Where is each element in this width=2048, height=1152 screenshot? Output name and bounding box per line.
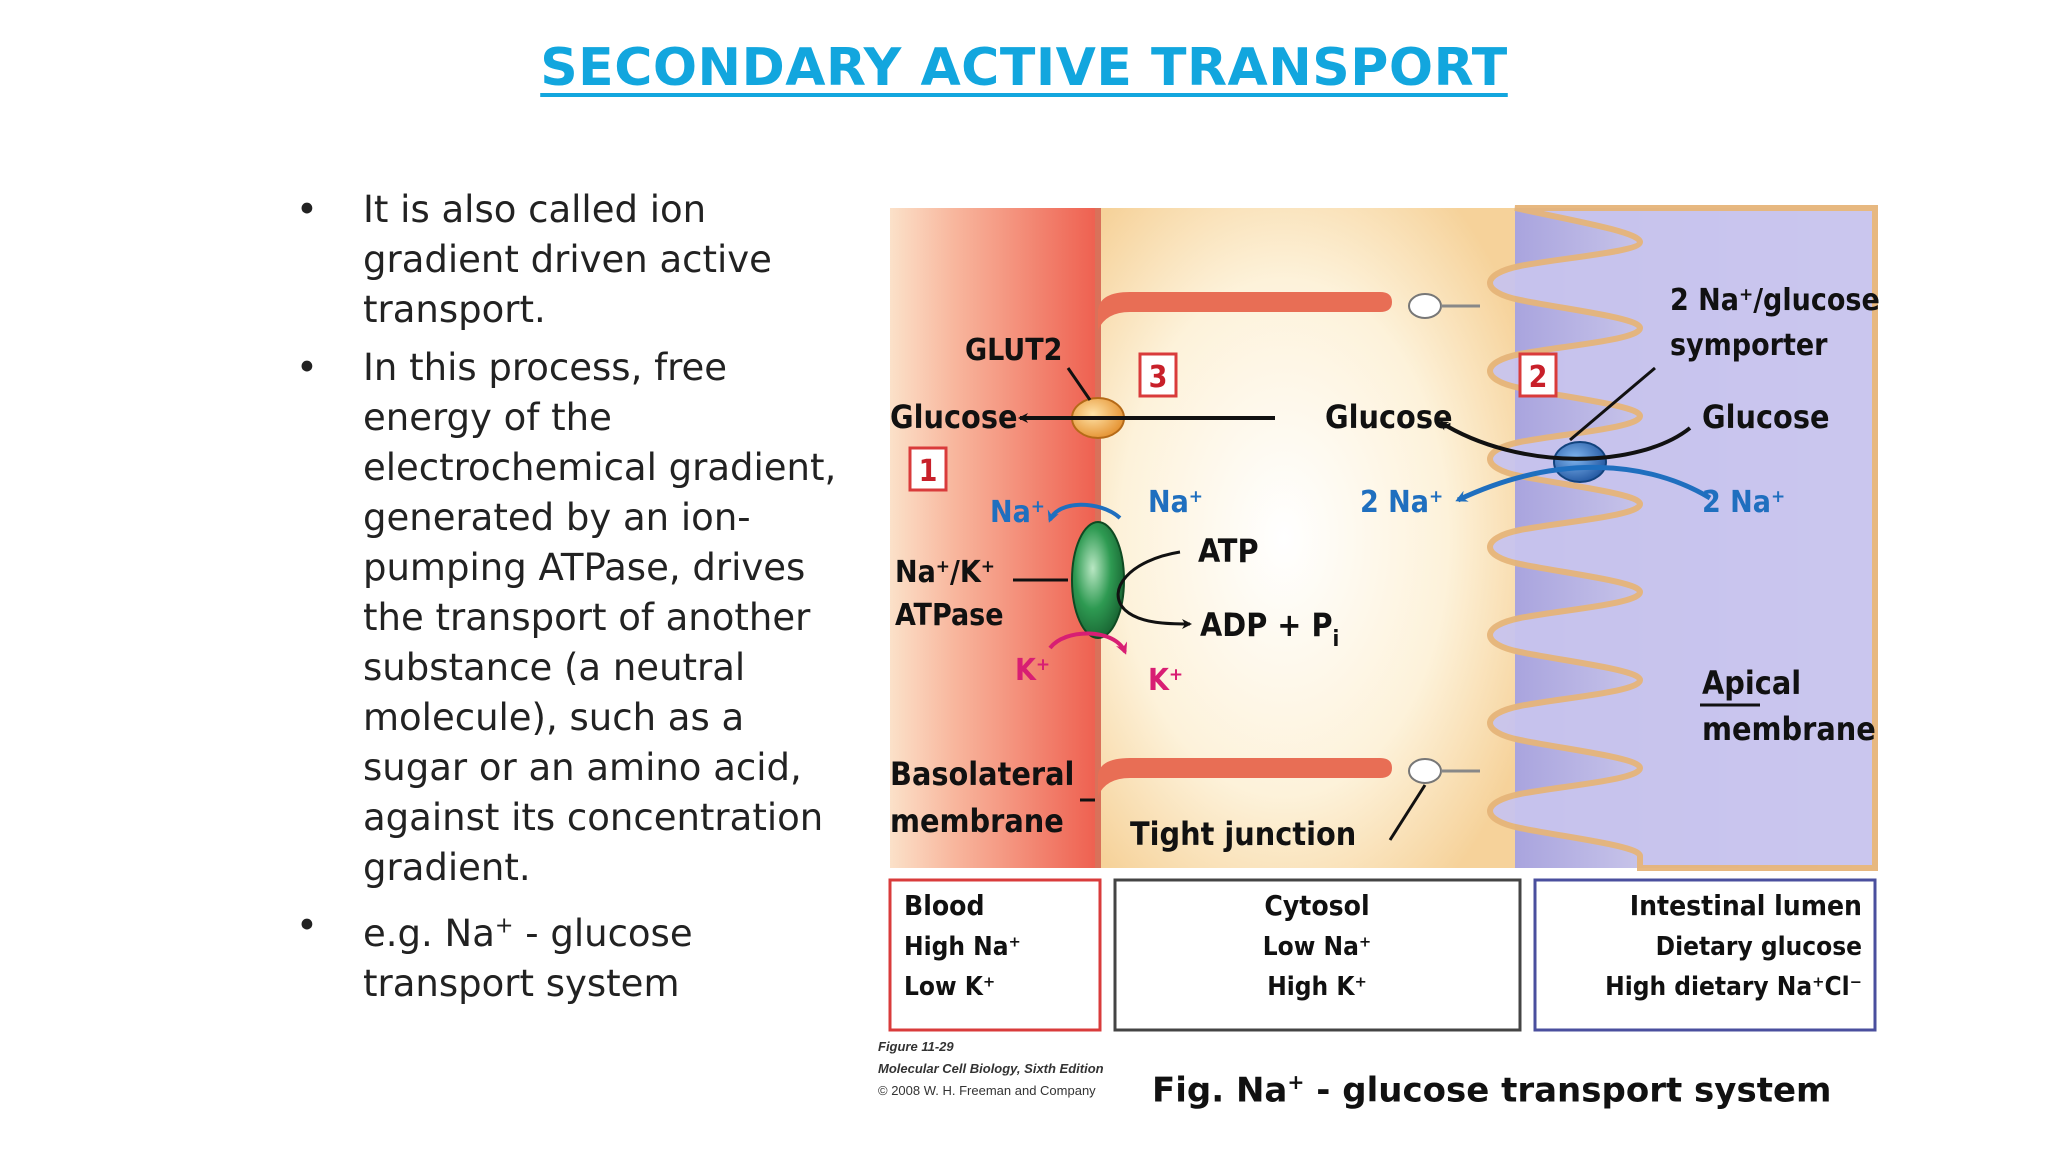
blood-region [890, 208, 1100, 868]
step-box-1: 1 [908, 446, 948, 492]
lower-junction-band [1098, 758, 1392, 796]
svg-text:Low K⁺: Low K⁺ [904, 972, 995, 1002]
pump-label-1: Na⁺/K⁺ [895, 555, 995, 590]
sodium-arrow-pump [1047, 502, 1122, 523]
atp-arrow [1116, 550, 1192, 629]
pump-label-2: ATPase [895, 598, 1004, 633]
k-ion-blood-label: K⁺ [1015, 653, 1050, 688]
symporter [1553, 441, 1607, 483]
bullet-text: e.g. Na+ - glucose transport system [363, 912, 693, 1006]
bullet-text: It is also called ion gradient driven ac… [363, 188, 772, 331]
credit-book-title: Molecular Cell Biology, Sixth Edition [878, 1061, 1104, 1076]
na-ion-blood-label: Na⁺ [990, 495, 1045, 530]
basolateral-label-1: Basolateral [890, 755, 1074, 793]
glucose-blood-label: Glucose [890, 398, 1018, 436]
sodium-arrow-apical [1455, 464, 1712, 503]
apical-membrane [1487, 205, 1878, 871]
tight-junction-lower [1408, 758, 1442, 784]
apical-label-1: Apical [1702, 664, 1801, 702]
cytosol-box: Cytosol Low Na⁺ High K⁺ [1113, 878, 1522, 1032]
two-na-cytosol-label: 2 Na⁺ [1360, 485, 1443, 520]
tight-junction-label: Tight junction [1130, 815, 1356, 853]
na-k-atpase-pump [1071, 521, 1125, 639]
bullet-item: •e.g. Na+ - glucose transport system [296, 904, 693, 1006]
step-box-3: 3 [1138, 352, 1178, 398]
atp-label: ATP [1198, 532, 1259, 570]
bullet-item: •It is also called ion gradient driven a… [296, 188, 772, 331]
glucose-cytosol-label: Glucose [1325, 398, 1453, 436]
svg-text:Dietary glucose: Dietary glucose [1656, 932, 1862, 962]
symporter-label-1: 2 Na⁺/glucose [1670, 283, 1880, 318]
figure-credit: Figure 11-29 Molecular Cell Biology, Six… [878, 1036, 1104, 1102]
step-box-2: 2 [1518, 352, 1558, 398]
figure-caption: Fig. Na+ - glucose transport system [1152, 1070, 1832, 1111]
lumen-box: Intestinal lumen Dietary glucose High di… [1533, 878, 1877, 1032]
svg-text:High dietary Na⁺Cl⁻: High dietary Na⁺Cl⁻ [1605, 972, 1862, 1002]
bullet-item: •In this process, free energy of the ele… [296, 346, 837, 889]
bullet-text: In this process, free energy of the elec… [363, 346, 837, 889]
svg-text:2: 2 [1529, 360, 1548, 395]
transport-diagram: 1 3 2 GLUT2 Glucose Glucose Glucose 2 Na… [880, 200, 1880, 1100]
svg-text:High Na⁺: High Na⁺ [904, 932, 1021, 962]
svg-text:Cytosol: Cytosol [1264, 889, 1369, 922]
k-ion-cytosol-label: K⁺ [1148, 663, 1183, 698]
svg-text:Low Na⁺: Low Na⁺ [1263, 932, 1371, 962]
svg-text:1: 1 [919, 454, 938, 489]
two-na-lumen-label: 2 Na⁺ [1702, 485, 1785, 520]
svg-text:Blood: Blood [904, 889, 984, 922]
potassium-arrow-pump [1048, 631, 1128, 655]
apical-label-2: membrane [1702, 710, 1876, 748]
adp-label: ADP + Pi [1200, 606, 1339, 652]
credit-copyright: © 2008 W. H. Freeman and Company [878, 1083, 1096, 1098]
slide-title: SECONDARY ACTIVE TRANSPORT [540, 38, 1508, 98]
glut2-label: GLUT2 [965, 333, 1062, 368]
na-ion-cytosol-label: Na⁺ [1148, 485, 1203, 520]
upper-junction-band [1098, 292, 1392, 330]
svg-text:Intestinal lumen: Intestinal lumen [1630, 889, 1862, 922]
svg-text:3: 3 [1149, 360, 1168, 395]
credit-figure-number: Figure 11-29 [878, 1039, 954, 1054]
symporter-label-2: symporter [1670, 328, 1828, 363]
blood-box: Blood High Na⁺ Low K⁺ [888, 878, 1102, 1032]
bullet-list: •It is also called ion gradient driven a… [290, 185, 850, 1017]
basolateral-label-2: membrane [890, 802, 1064, 840]
glucose-arrow-apical [1438, 420, 1692, 461]
tight-junction-upper [1408, 293, 1442, 319]
svg-text:High K⁺: High K⁺ [1267, 972, 1367, 1002]
glucose-lumen-label: Glucose [1702, 398, 1830, 436]
